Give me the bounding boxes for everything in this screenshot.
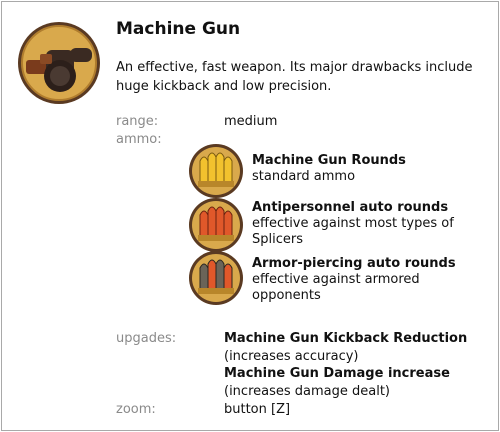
weapon-description: An effective, fast weapon. Its major dra… (116, 60, 473, 94)
machine-gun-rounds-icon (189, 144, 243, 198)
upgrade-name: Machine Gun Damage increase (224, 366, 450, 381)
ammo-name: Machine Gun Rounds (252, 153, 406, 168)
range-value: medium (224, 114, 278, 129)
ammo-description: effective against most types of Splicers (252, 216, 454, 247)
zoom-value: button [Z] (224, 402, 291, 417)
range-label: range: (116, 114, 159, 129)
ammo-label: ammo: (116, 132, 162, 147)
zoom-label: zoom: (116, 402, 156, 417)
antipersonnel-rounds-icon (189, 198, 243, 252)
ammo-name: Antipersonnel auto rounds (252, 200, 449, 215)
upgrades-label: upgades: (116, 331, 177, 346)
machine-gun-icon (18, 22, 100, 104)
ammo-description: effective against armored opponents (252, 272, 420, 303)
upgrade-name: Machine Gun Kickback Reduction (224, 331, 468, 346)
armor-piercing-rounds-icon (189, 251, 243, 305)
ammo-description: standard ammo (252, 169, 356, 184)
weapon-title: Machine Gun (116, 19, 241, 39)
upgrade-description: (increases accuracy) (224, 349, 359, 364)
ammo-name: Armor-piercing auto rounds (252, 256, 456, 271)
upgrade-description: (increases damage dealt) (224, 384, 390, 399)
